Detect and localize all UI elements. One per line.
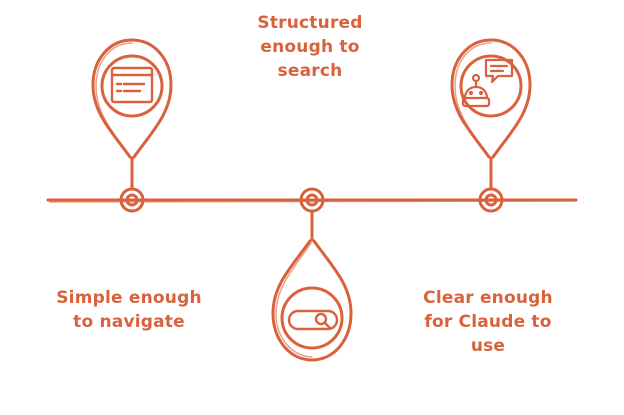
pin-right [450,38,532,213]
browser-window-icon [110,66,154,104]
label-clear: Clear enough for Claude to use [423,288,553,356]
robot-chat-icon [461,58,514,108]
label-simple: Simple enough to navigate [56,288,202,332]
pin-middle [271,187,353,362]
pin-left [91,38,173,213]
search-toggle-icon [287,309,339,331]
label-structured: Structured enough to search [257,13,363,81]
